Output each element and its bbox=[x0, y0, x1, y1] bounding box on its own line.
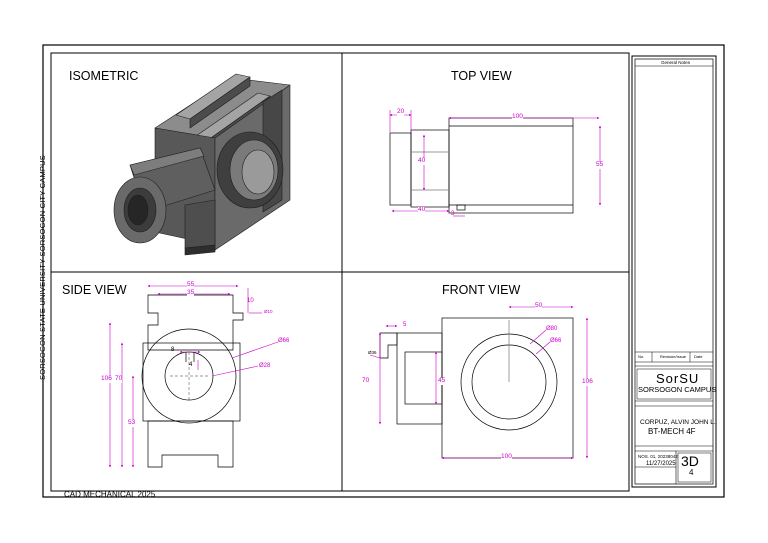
dim-label: 55 bbox=[596, 161, 604, 169]
dim-label: 5 bbox=[403, 322, 407, 328]
footer-text: CAD MECHANICAL 2025 bbox=[64, 490, 156, 499]
dim-label: 40 bbox=[418, 206, 426, 214]
dim-label: 70 bbox=[115, 375, 123, 383]
revision-issue-label: Revision/Issue bbox=[660, 354, 687, 359]
drawing-date: 11/27/2025 bbox=[646, 461, 676, 467]
campus-text: SORSOGON CAMPUS bbox=[638, 385, 717, 394]
dim-label: Ø66 bbox=[550, 338, 562, 344]
university-border-text: SORSOGON STATE UNIVERSITY SORSOGON CITY … bbox=[38, 155, 47, 380]
dim-label: 100 bbox=[512, 113, 523, 121]
drawing-code: 3D bbox=[681, 453, 699, 469]
dim-label: 100 bbox=[501, 453, 512, 461]
dim-label: 45 bbox=[438, 377, 446, 385]
dim-label: 8 bbox=[171, 347, 175, 353]
id-number: NOS. 01, 20238042 bbox=[638, 454, 678, 459]
front-view-geometry bbox=[379, 317, 574, 459]
dim-label: 10 bbox=[247, 298, 254, 304]
logo-text: SorSU bbox=[656, 371, 700, 386]
side-view-dimensions bbox=[108, 284, 279, 468]
dim-label: 3 bbox=[451, 211, 455, 217]
revision-date-label: Date bbox=[694, 354, 703, 359]
sheet-number: 4 bbox=[689, 468, 694, 477]
dim-label: 20 bbox=[397, 108, 405, 116]
dim-label: 106 bbox=[582, 378, 593, 386]
side-view-title: SIDE VIEW bbox=[62, 283, 127, 297]
dim-label: 55 bbox=[187, 281, 195, 289]
front-view-title: FRONT VIEW bbox=[442, 283, 521, 297]
dim-label: 50 bbox=[535, 302, 543, 310]
dim-label: 35 bbox=[187, 289, 195, 297]
isometric-title: ISOMETRIC bbox=[69, 69, 139, 83]
student-course: BT-MECH 4F bbox=[648, 427, 696, 436]
side-view-geometry bbox=[141, 294, 244, 468]
dim-label: Ø66 bbox=[278, 338, 290, 344]
dim-label: 4 bbox=[189, 362, 193, 368]
dim-label: 106 bbox=[101, 375, 112, 383]
top-view-title: TOP VIEW bbox=[451, 69, 512, 83]
drawing-code-box bbox=[677, 452, 712, 483]
logo-box bbox=[636, 368, 712, 400]
dim-label: Ø36 bbox=[368, 350, 377, 355]
title-block-frame bbox=[631, 55, 717, 488]
dim-label: 70 bbox=[362, 377, 370, 384]
general-notes-header: General Notes bbox=[661, 60, 691, 65]
dim-label: Ø28 bbox=[259, 363, 271, 369]
dim-label: 53 bbox=[128, 419, 136, 427]
outer-border bbox=[42, 44, 725, 498]
student-name: CORPUZ, ALVIN JOHN L. bbox=[640, 419, 716, 426]
revision-no-label: No. bbox=[638, 354, 645, 359]
dim-label: Ø80 bbox=[546, 326, 558, 332]
dim-label: 40 bbox=[418, 157, 426, 165]
dim-label: Ø10 bbox=[264, 309, 273, 314]
isometric-model bbox=[113, 73, 291, 256]
top-view-geometry bbox=[389, 117, 574, 214]
